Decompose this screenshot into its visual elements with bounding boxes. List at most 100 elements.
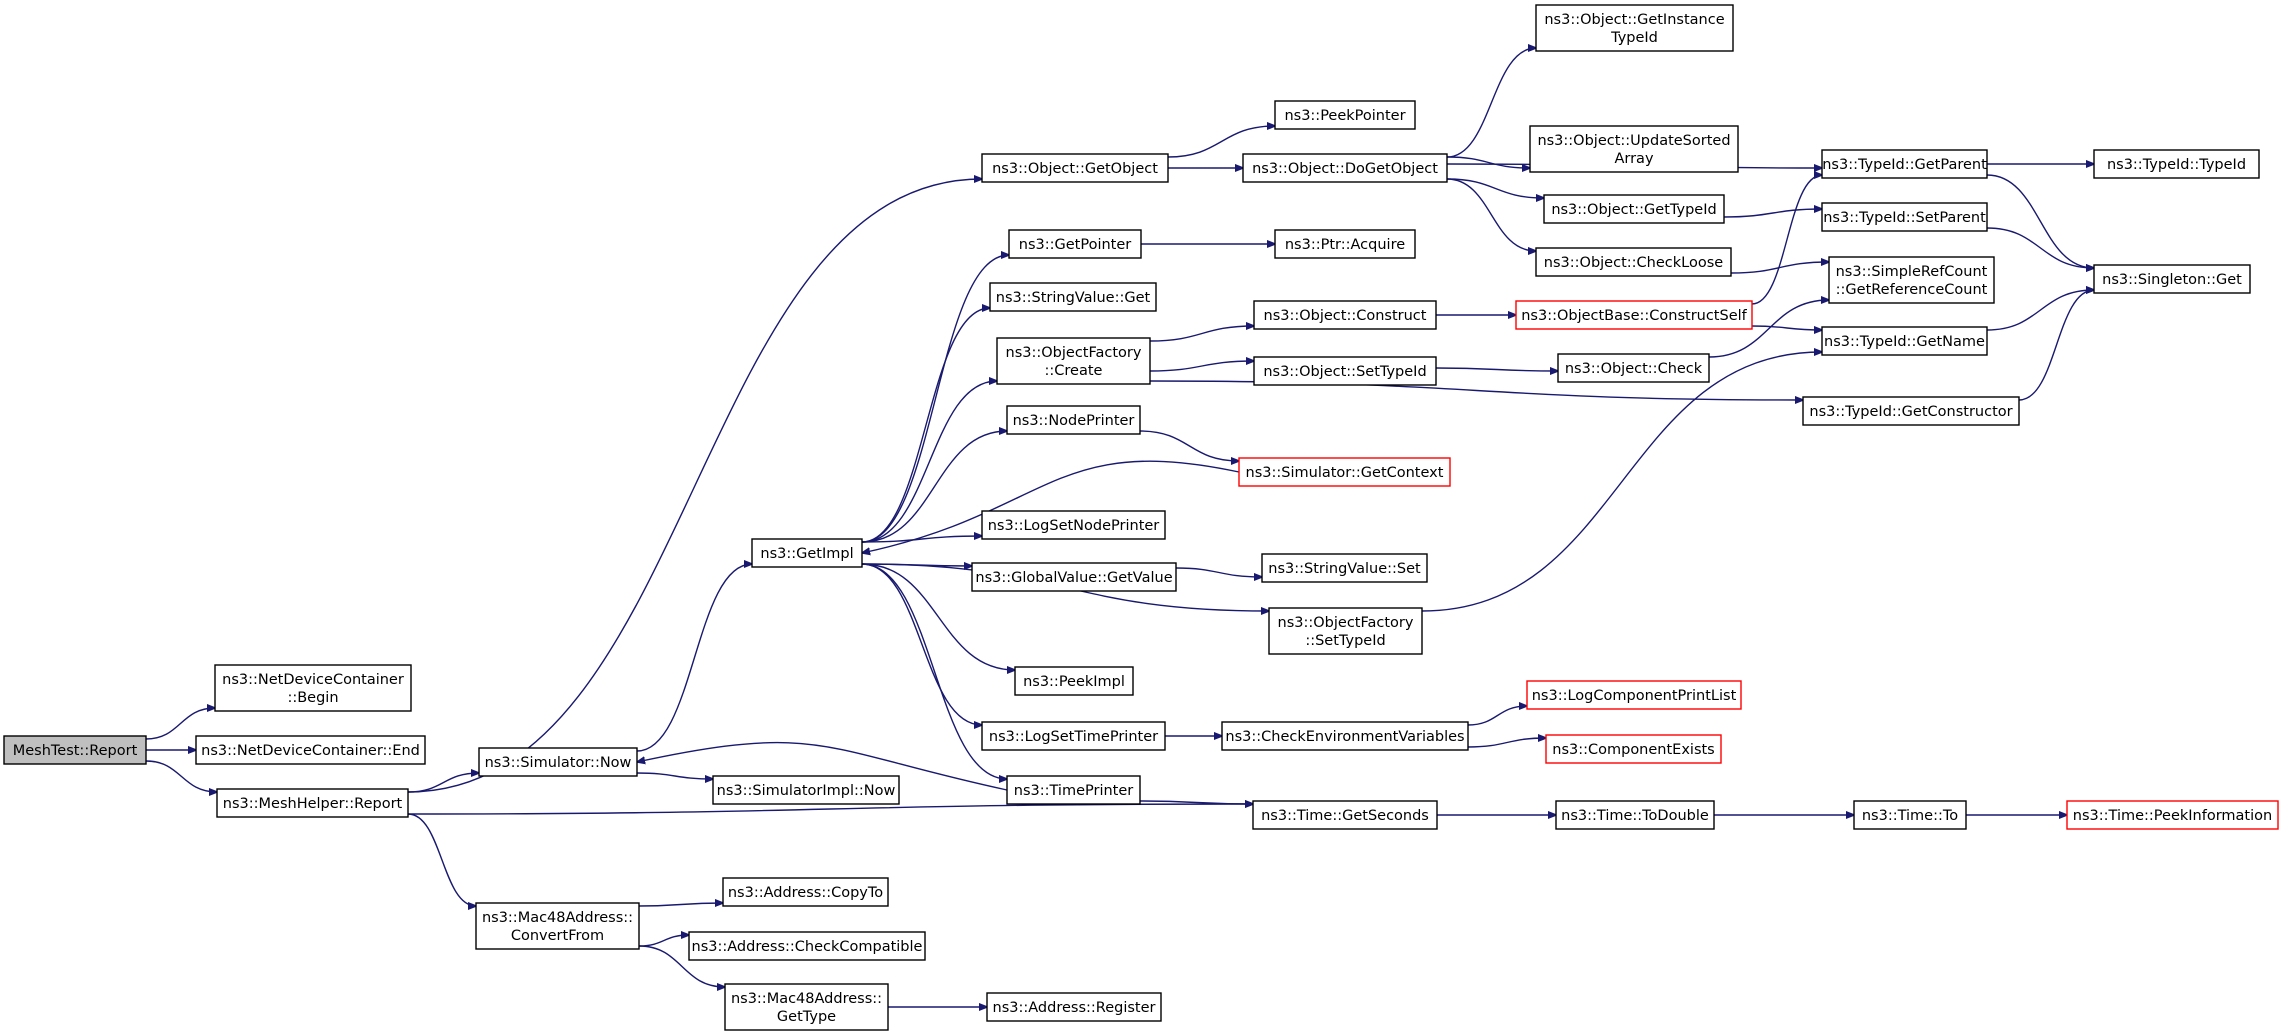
- node-obj-gettypeid[interactable]: ns3::Object::GetTypeId: [1543, 194, 1725, 224]
- edge-getimpl-to-stringvalue-get: [861, 308, 990, 543]
- node-label: ns3::CheckEnvironmentVariables: [1225, 729, 1464, 745]
- node-label: ns3::Object::GetObject: [992, 161, 1158, 177]
- node-obj-construct[interactable]: ns3::Object::Construct: [1253, 300, 1437, 330]
- node-label: ns3::Address::CheckCompatible: [692, 939, 923, 955]
- node-label: ns3::TypeId::GetParent: [1822, 157, 1987, 173]
- node-getpointer[interactable]: ns3::GetPointer: [1008, 229, 1142, 259]
- node-box: [1821, 326, 1988, 356]
- node-stringvalue-set[interactable]: ns3::StringValue::Set: [1261, 553, 1428, 583]
- edge-mac48-convert-to-addr-copyto: [638, 903, 723, 906]
- node-box: [989, 282, 1157, 312]
- edge-obj-settypeid-to-obj-check: [1435, 368, 1558, 371]
- node-time-to[interactable]: ns3::Time::To: [1853, 800, 1967, 830]
- node-getimpl[interactable]: ns3::GetImpl: [751, 538, 863, 568]
- node-box: [1526, 680, 1742, 710]
- node-box: [3, 735, 147, 765]
- node-objfactory-settypeid[interactable]: ns3::ObjectFactory::SetTypeId: [1268, 607, 1423, 655]
- node-box: [475, 902, 640, 950]
- node-ptr-acquire[interactable]: ns3::Ptr::Acquire: [1274, 229, 1416, 259]
- edge-obj-dogetobject-to-obj-checkloose: [1446, 178, 1536, 251]
- node-label: ns3::Time::GetSeconds: [1261, 808, 1429, 824]
- node-peekpointer[interactable]: ns3::PeekPointer: [1274, 100, 1416, 130]
- node-label: ns3::GetImpl: [760, 546, 853, 562]
- node-box: [1274, 229, 1416, 259]
- node-sim-getcontext[interactable]: ns3::Simulator::GetContext: [1238, 457, 1451, 487]
- node-typeid-getname[interactable]: ns3::TypeId::GetName: [1821, 326, 1988, 356]
- node-label: ns3::LogComponentPrintList: [1532, 688, 1737, 704]
- node-box: [1821, 149, 1988, 179]
- node-label: ::Begin: [287, 690, 338, 706]
- node-ndc-end[interactable]: ns3::NetDeviceContainer::End: [195, 735, 426, 765]
- node-mac48-convert[interactable]: ns3::Mac48Address::ConvertFrom: [475, 902, 640, 950]
- node-label: ns3::ObjectBase::ConstructSelf: [1521, 308, 1747, 324]
- edge-sim-now-to-getimpl: [636, 564, 752, 752]
- node-obj-checkloose[interactable]: ns3::Object::CheckLoose: [1535, 247, 1732, 277]
- edge-objbase-constructself-to-typeid-getparent: [1751, 175, 1822, 305]
- node-obj-getobject[interactable]: ns3::Object::GetObject: [981, 153, 1169, 183]
- node-box: [722, 877, 889, 907]
- node-typeid-setparent[interactable]: ns3::TypeId::SetParent: [1821, 202, 1988, 232]
- node-time-todouble[interactable]: ns3::Time::ToDouble: [1555, 800, 1715, 830]
- node-box: [478, 747, 638, 777]
- edge-meshhelper-to-time-getseconds: [407, 804, 1253, 815]
- node-ndc-begin[interactable]: ns3::NetDeviceContainer::Begin: [214, 664, 412, 712]
- node-box: [2093, 264, 2251, 294]
- node-addr-checkcompat[interactable]: ns3::Address::CheckCompatible: [688, 931, 926, 961]
- node-simplerefcount[interactable]: ns3::SimpleRefCount::GetReferenceCount: [1828, 256, 1995, 304]
- node-logsettimeprinter[interactable]: ns3::LogSetTimePrinter: [981, 721, 1166, 751]
- node-objbase-constructself[interactable]: ns3::ObjectBase::ConstructSelf: [1515, 300, 1753, 330]
- node-label: ns3::LogSetTimePrinter: [989, 729, 1158, 745]
- node-box: [1252, 800, 1438, 830]
- node-typeid-getparent[interactable]: ns3::TypeId::GetParent: [1821, 149, 1988, 179]
- node-meshhelper[interactable]: ns3::MeshHelper::Report: [216, 788, 409, 818]
- node-globalvalue-getvalue[interactable]: ns3::GlobalValue::GetValue: [971, 562, 1177, 592]
- node-obj-check[interactable]: ns3::Object::Check: [1557, 353, 1710, 383]
- node-box: [1006, 775, 1141, 805]
- node-label: ns3::Object::GetInstance: [1544, 12, 1724, 28]
- edge-obj-dogetobject-to-obj-updatesortedarray: [1446, 156, 1530, 168]
- node-label: ns3::Ptr::Acquire: [1285, 237, 1405, 253]
- node-typeid-getconstructor[interactable]: ns3::TypeId::GetConstructor: [1802, 396, 2020, 426]
- node-simimpl-now[interactable]: ns3::SimulatorImpl::Now: [712, 775, 900, 805]
- node-box: [1828, 256, 1995, 304]
- node-label: ns3::Address::Register: [993, 1000, 1156, 1016]
- node-obj-settypeid[interactable]: ns3::Object::SetTypeId: [1253, 356, 1437, 386]
- edge-getimpl-to-timeprinter: [861, 563, 1007, 779]
- node-label: ns3::MeshHelper::Report: [223, 796, 403, 812]
- node-nodeprinter[interactable]: ns3::NodePrinter: [1006, 405, 1141, 435]
- node-label: GetType: [777, 1009, 836, 1025]
- node-timeprinter[interactable]: ns3::TimePrinter: [1006, 775, 1141, 805]
- edge-typeid-getname-to-singleton-get: [1986, 290, 2094, 331]
- node-label: TypeId: [1610, 30, 1658, 46]
- node-box: [751, 538, 863, 568]
- node-logcomponentprintlist[interactable]: ns3::LogComponentPrintList: [1526, 680, 1742, 710]
- node-label: ns3::TypeId::GetConstructor: [1809, 404, 2012, 420]
- node-addr-copyto[interactable]: ns3::Address::CopyTo: [722, 877, 889, 907]
- node-addr-register[interactable]: ns3::Address::Register: [986, 992, 1162, 1022]
- node-obj-dogetobject[interactable]: ns3::Object::DoGetObject: [1242, 153, 1448, 183]
- node-label: ns3::Time::To: [1862, 808, 1958, 824]
- nodes-layer: MeshTest::Report ns3::NetDeviceContainer:…: [3, 4, 2279, 1031]
- node-label: ns3::Object::CheckLoose: [1544, 255, 1723, 271]
- node-time-peekinformation[interactable]: ns3::Time::PeekInformation: [2066, 800, 2279, 830]
- node-typeid-typeid[interactable]: ns3::TypeId::TypeId: [2093, 149, 2260, 179]
- node-logsetnodeprinter[interactable]: ns3::LogSetNodePrinter: [981, 510, 1166, 540]
- node-componentexists[interactable]: ns3::ComponentExists: [1545, 734, 1722, 764]
- node-label: ns3::TypeId::SetParent: [1823, 210, 1986, 226]
- node-peekimpl[interactable]: ns3::PeekImpl: [1014, 666, 1134, 696]
- node-label: ns3::Mac48Address::: [731, 991, 882, 1007]
- node-stringvalue-get[interactable]: ns3::StringValue::Get: [989, 282, 1157, 312]
- node-box: [1268, 607, 1423, 655]
- node-checkenvvars[interactable]: ns3::CheckEnvironmentVariables: [1221, 721, 1469, 751]
- node-singleton-get[interactable]: ns3::Singleton::Get: [2093, 264, 2251, 294]
- node-root[interactable]: MeshTest::Report: [3, 735, 147, 765]
- node-sim-now[interactable]: ns3::Simulator::Now: [478, 747, 638, 777]
- edge-typeid-getparent-to-singleton-get: [1986, 174, 2094, 268]
- node-objfactory-create[interactable]: ns3::ObjectFactory::Create: [996, 337, 1151, 385]
- node-label: ::GetReferenceCount: [1836, 282, 1988, 298]
- node-mac48-gettype[interactable]: ns3::Mac48Address::GetType: [724, 983, 889, 1031]
- node-time-getseconds[interactable]: ns3::Time::GetSeconds: [1252, 800, 1438, 830]
- edge-objfactory-settypeid-to-typeid-getname: [1421, 352, 1822, 612]
